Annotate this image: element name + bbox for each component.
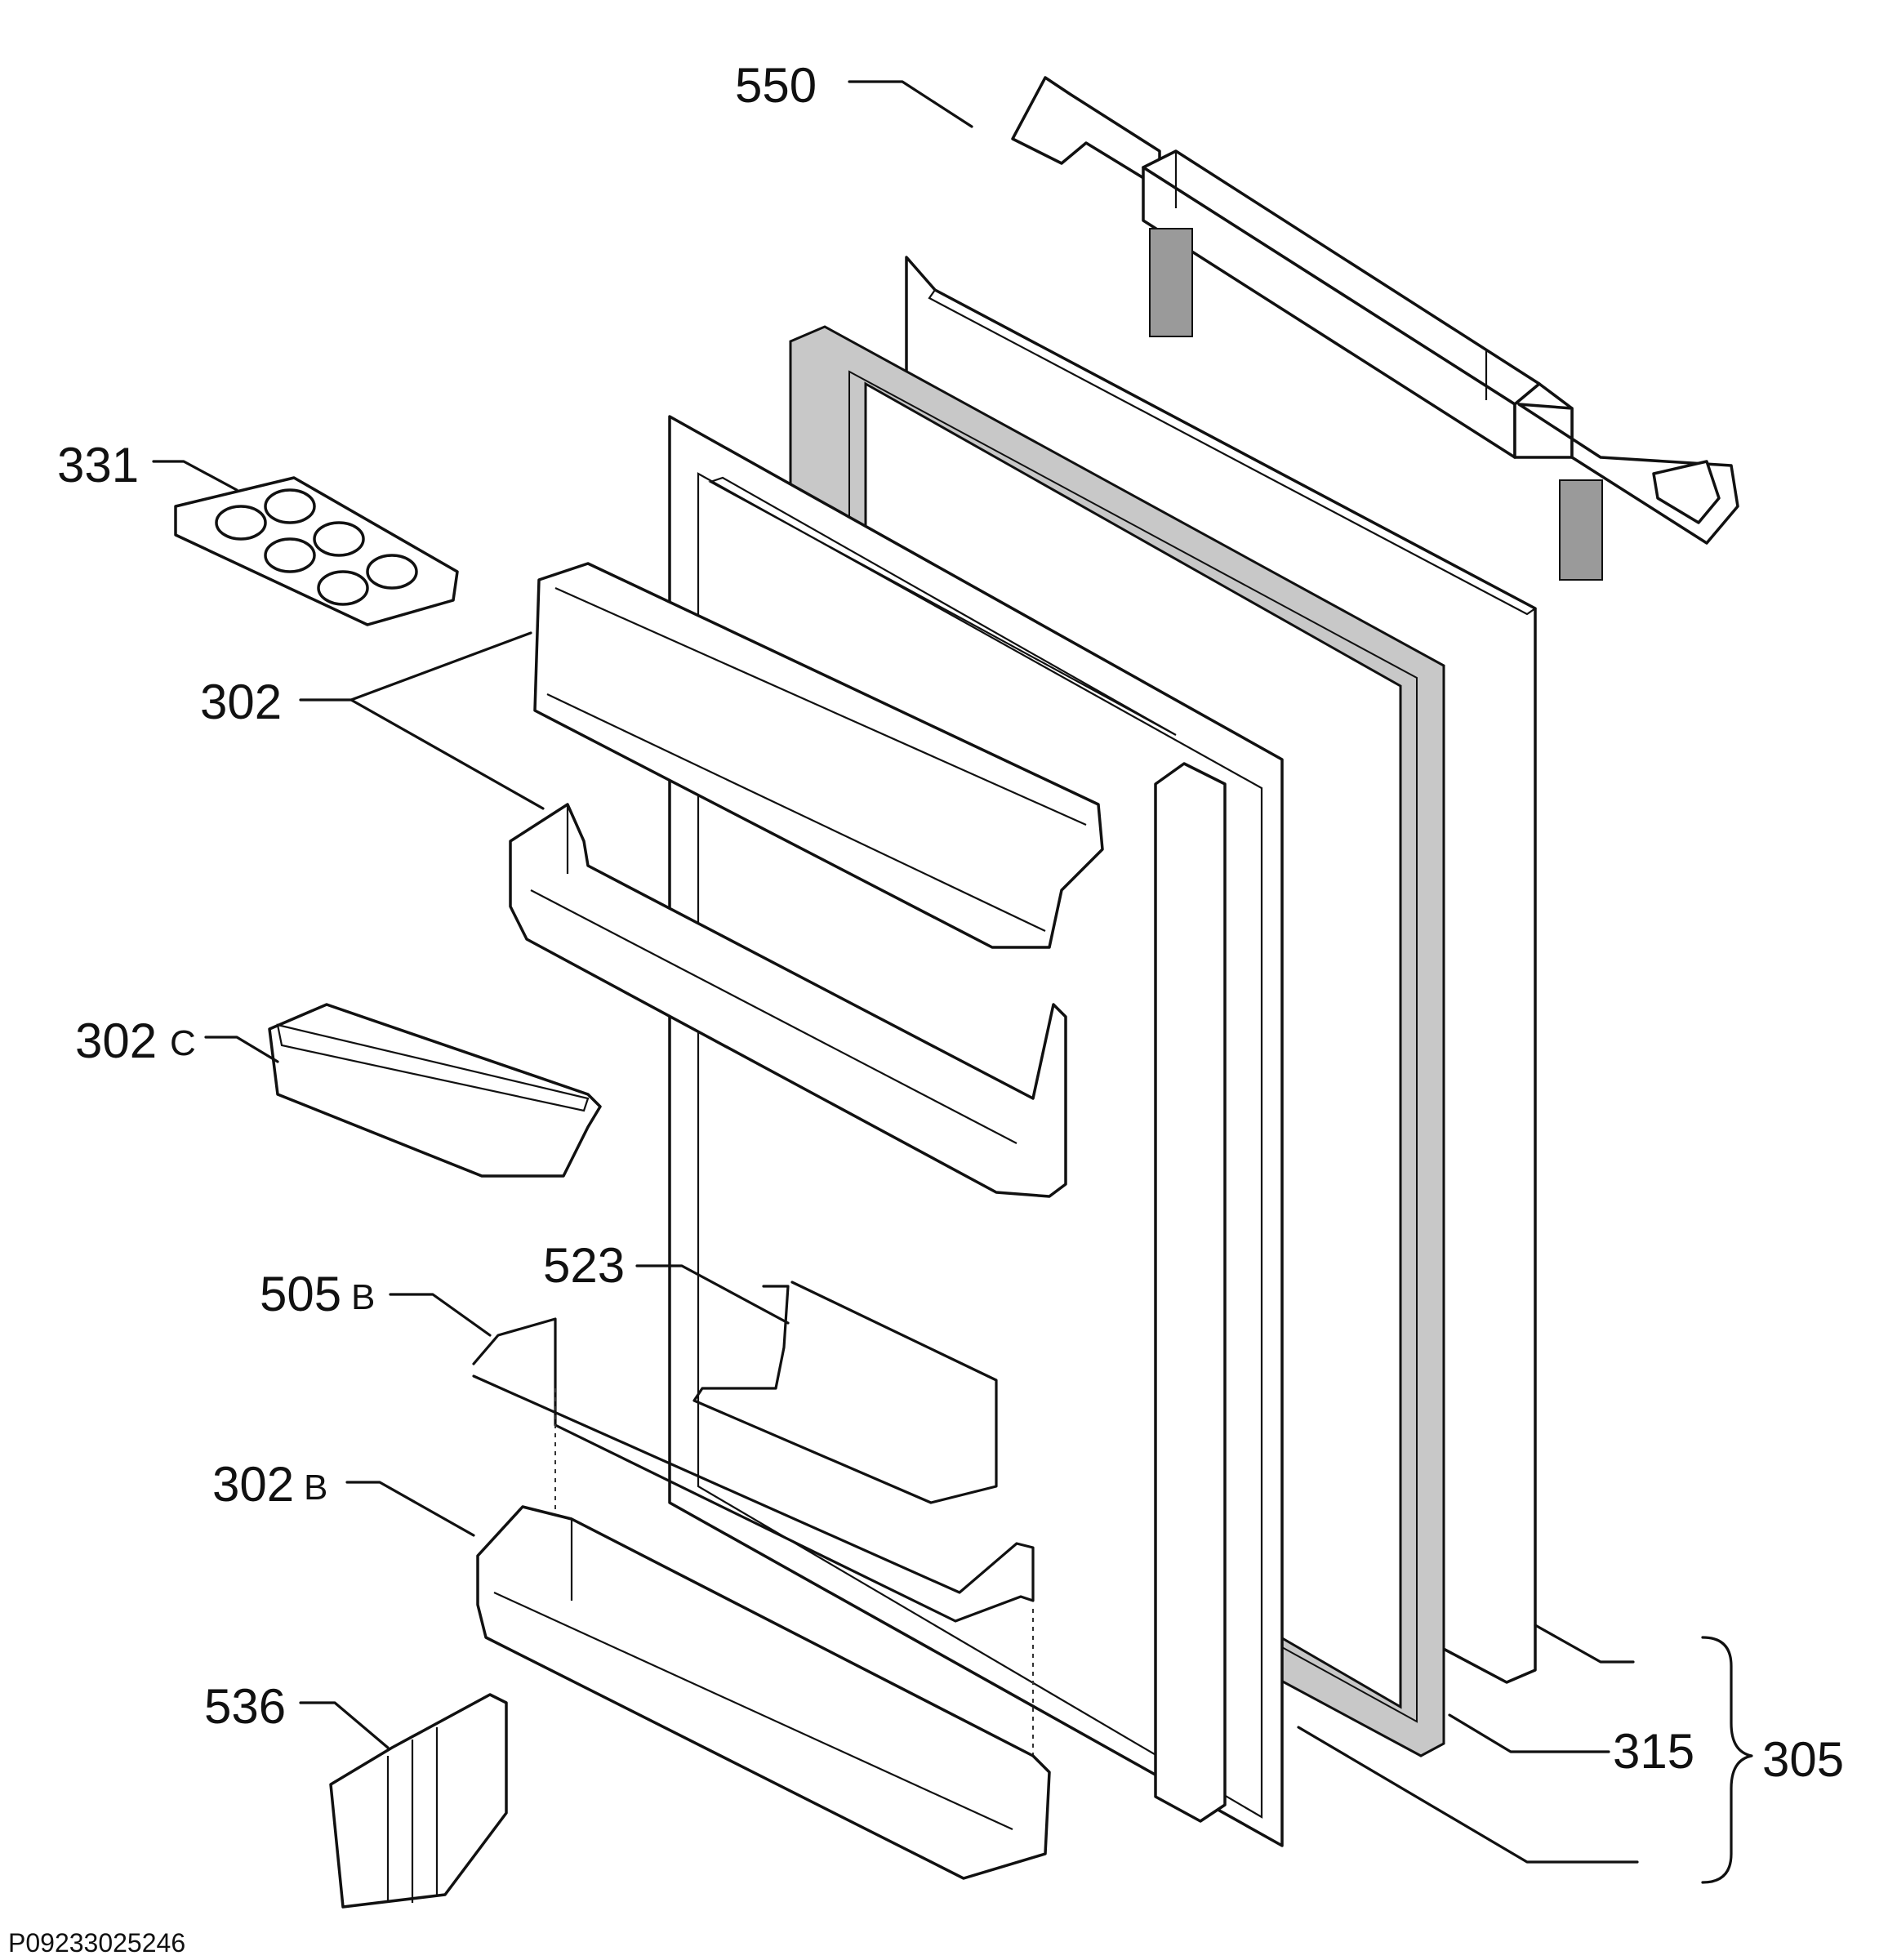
part-302c-dairy-box	[268, 1003, 602, 1178]
label-302b-suffix: B	[304, 1468, 327, 1508]
label-523: 523	[543, 1238, 625, 1293]
part-302-upper-shelf-lid	[533, 562, 1104, 949]
part-302-upper-shelf	[509, 803, 1067, 1198]
label-550: 550	[735, 58, 817, 113]
group-brace-305	[1701, 1636, 1753, 1884]
label-305: 305	[1762, 1732, 1844, 1787]
label-302b-number: 302	[212, 1457, 294, 1512]
label-331: 331	[57, 438, 139, 492]
part-550-hinge-bar	[1011, 76, 1739, 581]
part-331-egg-tray	[174, 476, 459, 626]
drawing-code: P09233025246	[8, 1928, 185, 1958]
part-536-bottle-divider	[329, 1693, 508, 1909]
label-302c-number: 302	[75, 1013, 157, 1068]
label-302: 302	[200, 675, 282, 729]
label-315: 315	[1613, 1724, 1694, 1779]
label-536: 536	[204, 1679, 286, 1734]
label-302c-suffix: C	[170, 1023, 196, 1063]
leader-lines	[152, 80, 1639, 1864]
label-505b-number: 505	[260, 1267, 341, 1321]
part-523-bottle-holder	[692, 1281, 998, 1504]
label-505b-suffix: B	[351, 1277, 375, 1317]
part-302b-lower-shelf	[476, 1505, 1051, 1880]
